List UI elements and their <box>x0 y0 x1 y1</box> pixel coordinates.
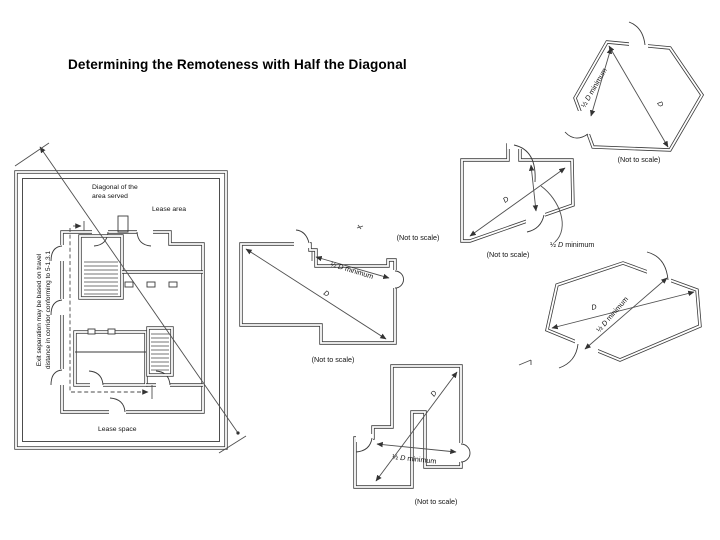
wall-tab <box>117 215 129 233</box>
scale-note: (Not to scale) <box>415 497 458 506</box>
floor-plan-diagram: Diagonal of the area served Lease area L… <box>14 142 247 454</box>
d-label: D <box>428 389 438 398</box>
d-label: D <box>322 288 331 298</box>
stray-mark <box>518 359 532 366</box>
scale-note: (Not to scale) <box>487 250 530 259</box>
lease-space-label: Lease space <box>98 426 137 433</box>
d-label: D <box>501 194 510 204</box>
scale-note: (Not to scale) <box>618 155 661 164</box>
hexagon-right-diagram: D ½Dminimum <box>518 251 702 369</box>
half-d-label: ½Dminimum <box>579 66 609 109</box>
slide-title: Determining the Remoteness with Half the… <box>68 57 407 72</box>
d-label: D <box>655 100 665 109</box>
door-arc <box>564 131 589 139</box>
exit-note-line1: Exit separation may be based on travel <box>36 253 43 366</box>
plus-shape-diagram: D ½Dminimum (Not to scale) <box>353 364 471 506</box>
stair-hatch <box>151 333 169 371</box>
door-arc <box>394 270 404 289</box>
half-d-line <box>590 47 612 117</box>
half-d-line <box>376 441 457 455</box>
door-arc <box>355 437 373 453</box>
diagonal-note-2: area served <box>92 193 128 200</box>
hexagon-top-diagram: D ½Dminimum (Not to scale) <box>564 21 705 164</box>
stair-hatch <box>84 261 118 295</box>
stairwell-lower <box>146 326 174 377</box>
d-line <box>469 167 566 237</box>
half-d-label: ½Dminimum <box>392 452 437 466</box>
door-arc <box>646 251 669 281</box>
diagonal-line <box>39 146 239 434</box>
d-line <box>245 248 387 340</box>
half-d-line <box>584 277 668 350</box>
door-arc <box>558 343 579 369</box>
plus-shape-walls <box>353 364 463 489</box>
scale-note: (Not to scale) <box>312 355 355 364</box>
half-d-label: ½Dminimum <box>329 259 374 281</box>
diagonal-note: Diagonal of the <box>92 184 138 191</box>
d-line <box>608 45 669 148</box>
lower-rooms <box>73 330 148 387</box>
l-shape-walls <box>239 242 397 345</box>
travel-path <box>69 228 149 395</box>
stairwell-upper <box>78 234 124 300</box>
stray-mark <box>356 224 364 230</box>
hexagon-walls <box>545 261 702 362</box>
door-arc <box>295 229 310 244</box>
door-arc <box>628 21 646 46</box>
l-shape-diagram: D ½Dminimum (Not to scale) (Not to scale… <box>239 224 440 364</box>
inner-boundary <box>22 178 220 442</box>
door-arc <box>460 443 471 463</box>
exit-note-line2: distance in corridor conforming to 5-1.3… <box>45 251 52 370</box>
leader-line <box>540 185 563 243</box>
half-d-line <box>528 164 539 212</box>
d-label: D <box>590 302 597 312</box>
floating-scale-note: (Not to scale) <box>397 233 440 242</box>
lease-area-label: Lease area <box>152 206 186 213</box>
d-line <box>375 371 458 482</box>
half-d-line <box>315 255 390 280</box>
door-arcs <box>50 231 152 413</box>
